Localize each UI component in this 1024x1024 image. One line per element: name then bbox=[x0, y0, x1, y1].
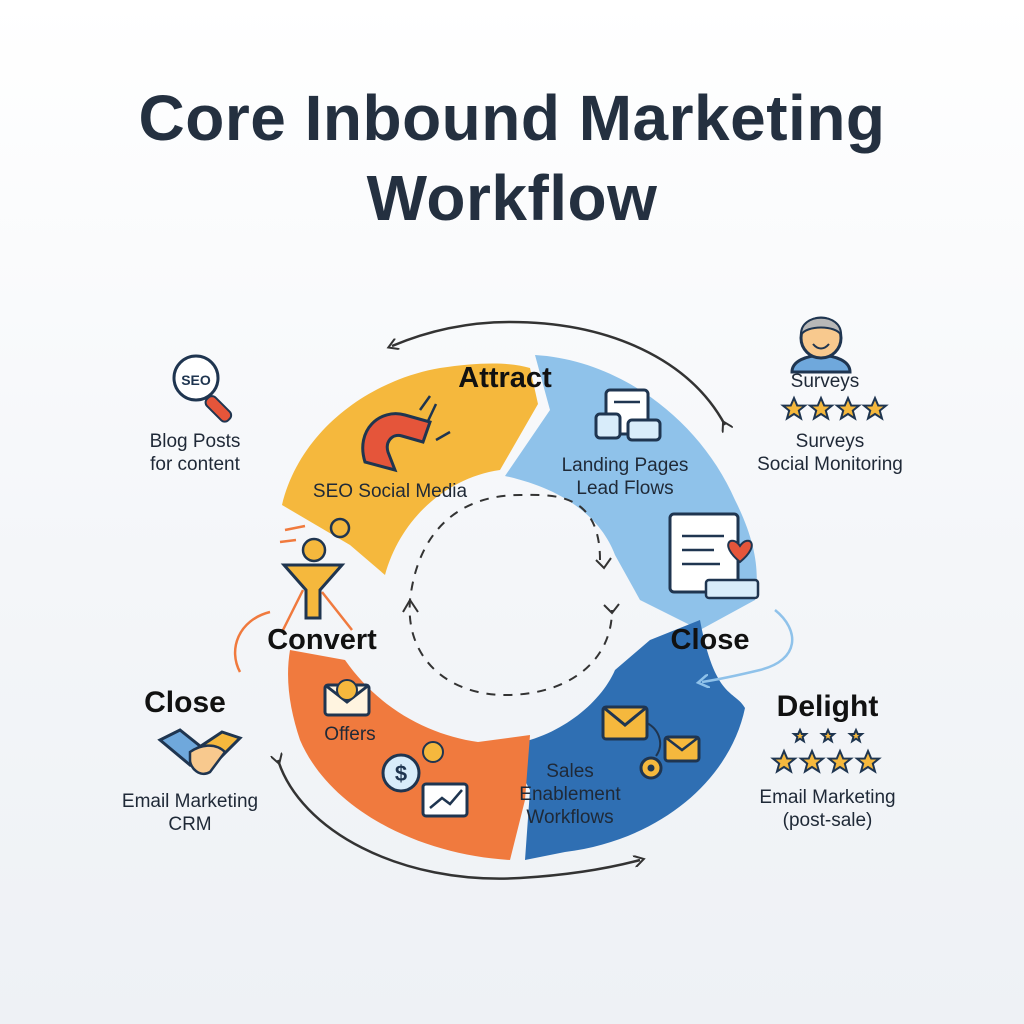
svg-text:$: $ bbox=[395, 761, 407, 786]
seo-icon-text: SEO bbox=[181, 372, 211, 388]
surveys-text: Surveys Social Monitoring bbox=[745, 430, 915, 476]
delight-text: Email Marketing (post-sale) bbox=[745, 786, 910, 832]
blog-posts-text: Blog Posts for content bbox=[120, 430, 270, 476]
email-crm-text: Email Marketing CRM bbox=[105, 790, 275, 836]
page-title: Core Inbound Marketing Workflow bbox=[0, 78, 1024, 238]
dashed-arrowhead-right-2 bbox=[603, 603, 620, 615]
sales-enablement-text: Sales Enablement Workflows bbox=[505, 760, 635, 829]
close-connector-arrow bbox=[702, 609, 794, 682]
convert-label: Convert bbox=[267, 624, 377, 656]
sales-line-3: Workflows bbox=[526, 807, 614, 828]
surveys-line-1: Surveys bbox=[795, 431, 865, 452]
growth-chart-icon bbox=[421, 741, 469, 818]
title-line-1: Core Inbound Marketing bbox=[138, 82, 886, 154]
close-right-label: Close bbox=[670, 624, 750, 656]
offers-text: Offers bbox=[324, 724, 376, 745]
close-top-text: Landing Pages Lead Flows bbox=[540, 454, 710, 500]
delight-line-2: (post-sale) bbox=[782, 810, 873, 831]
segment-convert bbox=[288, 650, 530, 860]
surveys-label: Surveys bbox=[790, 371, 860, 392]
delight-line-1: Email Marketing bbox=[759, 787, 896, 808]
blog-line-1: Blog Posts bbox=[149, 431, 241, 452]
surveys-line-2: Social Monitoring bbox=[757, 454, 903, 475]
dashed-arrowhead-left bbox=[402, 598, 419, 613]
outer-arrow-top bbox=[392, 320, 725, 425]
form-document-icon bbox=[668, 512, 760, 600]
customer-avatar-icon bbox=[790, 316, 852, 374]
email-crm-line-1: Email Marketing bbox=[121, 791, 259, 812]
title-line-2: Workflow bbox=[366, 162, 658, 234]
dollar-coin-icon: $ bbox=[381, 753, 421, 793]
close-left-label: Close bbox=[144, 686, 226, 719]
convert-connector-curve bbox=[233, 610, 271, 673]
attract-label: Attract bbox=[458, 362, 552, 394]
inner-dashed-cycle bbox=[408, 493, 613, 697]
sales-line-2: Enablement bbox=[519, 784, 621, 805]
outer-arrow-bottom bbox=[278, 760, 640, 880]
attract-text: SEO Social Media bbox=[312, 481, 468, 502]
offer-envelope-icon bbox=[323, 679, 371, 717]
close-top-line-2: Lead Flows bbox=[576, 478, 674, 499]
delight-stars bbox=[770, 727, 882, 774]
seo-magnifier-icon: SEO bbox=[172, 354, 233, 423]
magnet-icon bbox=[361, 395, 451, 473]
handshake-icon bbox=[157, 728, 243, 776]
email-gear-icon bbox=[601, 705, 701, 780]
landing-page-icon bbox=[594, 388, 662, 442]
blog-line-2: for content bbox=[150, 454, 240, 475]
sales-line-1: Sales bbox=[546, 761, 594, 782]
close-top-line-1: Landing Pages bbox=[561, 455, 689, 476]
survey-stars bbox=[780, 395, 889, 421]
delight-label: Delight bbox=[776, 690, 879, 723]
email-crm-line-2: CRM bbox=[168, 814, 212, 835]
dashed-arrowhead-right bbox=[595, 557, 612, 570]
funnel-icon bbox=[279, 517, 353, 633]
